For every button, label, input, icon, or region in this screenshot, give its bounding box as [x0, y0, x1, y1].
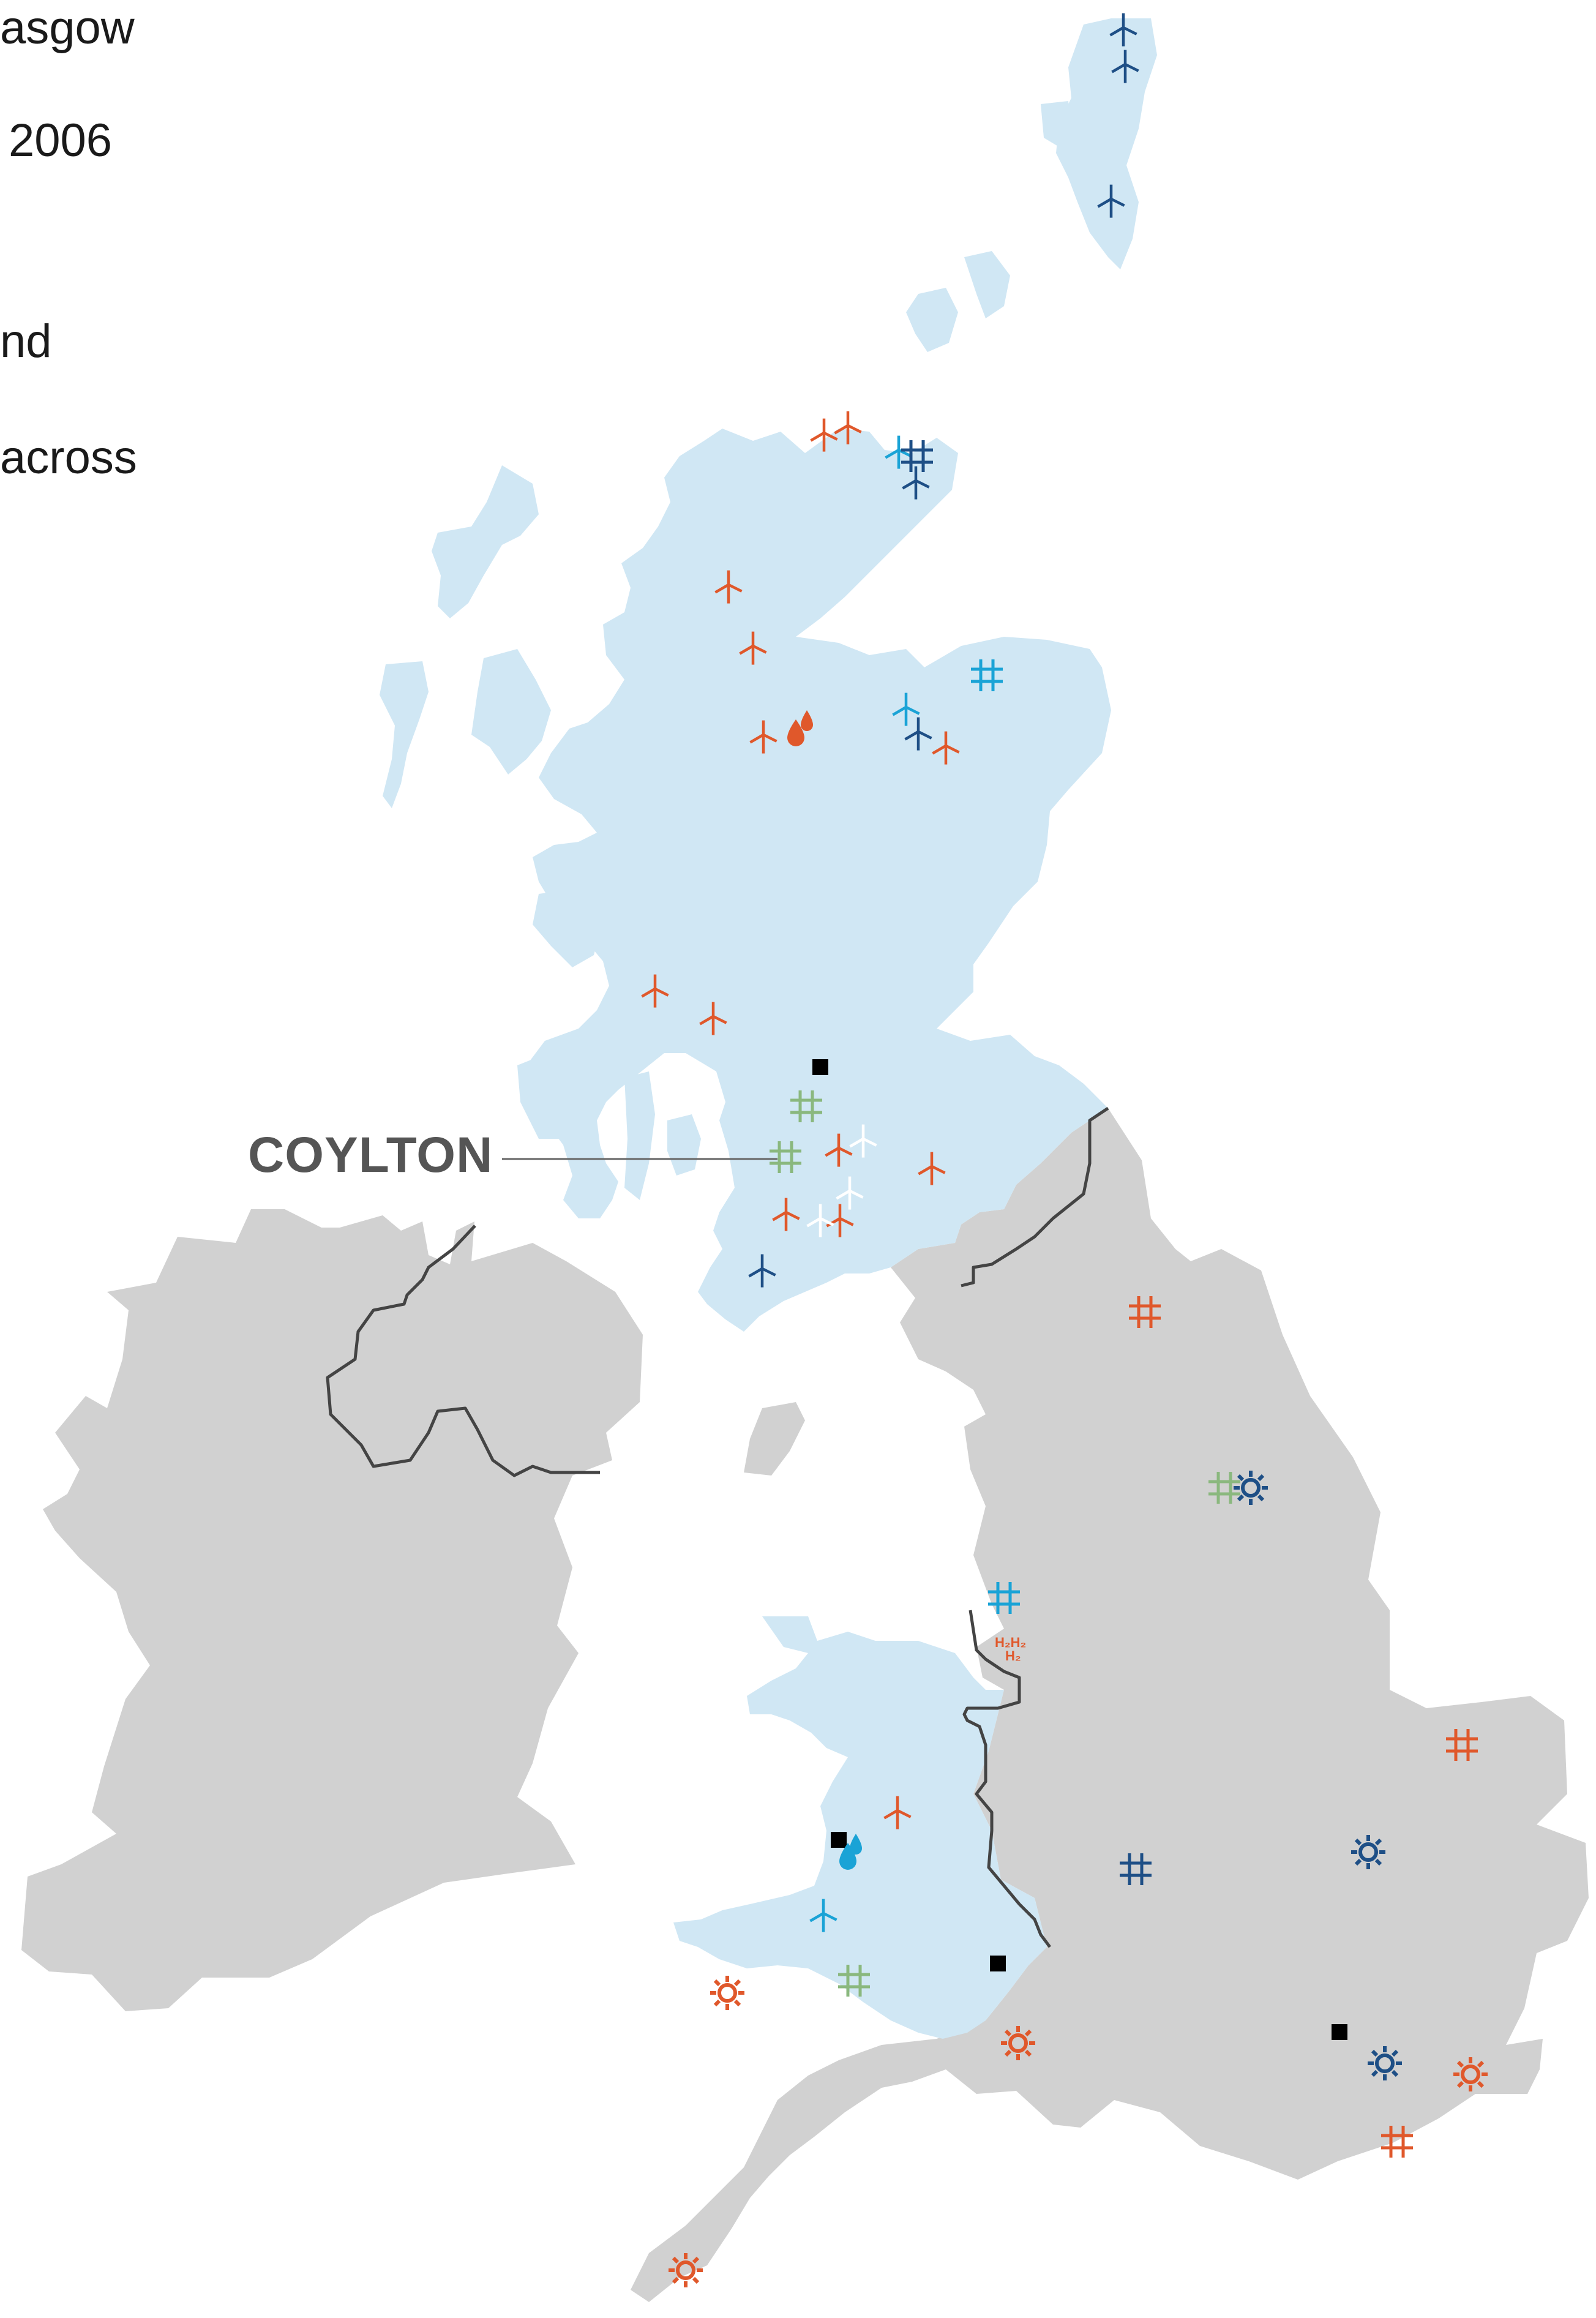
- square-site-icon: [1332, 2024, 1347, 2040]
- northern-ireland-border: [326, 1225, 600, 1477]
- skye: [471, 649, 551, 775]
- intro-line-2: 2006: [9, 114, 113, 167]
- scotland-england-border: [961, 1106, 1109, 1288]
- wales-england-border: [962, 1610, 1051, 1948]
- shetland: [1056, 18, 1157, 269]
- isle-of-man: [744, 1402, 805, 1476]
- ireland-landmass: [21, 1209, 643, 2011]
- orkney-east: [964, 251, 1010, 318]
- islay-jura: [517, 1053, 579, 1139]
- england-landmass: [631, 1108, 1589, 2302]
- orkney: [906, 288, 958, 352]
- intro-line-4: across: [0, 432, 137, 484]
- intro-line-1: asgow: [0, 2, 135, 54]
- arran: [667, 1114, 701, 1176]
- scotland-mainland: [526, 429, 1111, 1332]
- intro-line-3: nd: [0, 315, 52, 367]
- water-drop-icon: [787, 710, 813, 746]
- square-site-icon: [812, 1059, 828, 1075]
- scotland-west-isles: [432, 465, 539, 618]
- coylton-label: COYLTON: [248, 1127, 493, 1183]
- outer-hebrides: [380, 661, 429, 808]
- square-site-icon: [831, 1832, 847, 1848]
- water-drop-icon: [839, 1834, 862, 1870]
- svg-text:H₂H₂: H₂H₂: [995, 1635, 1026, 1650]
- shetland-west: [1041, 101, 1071, 147]
- wales-landmass: [673, 1616, 1047, 2039]
- square-site-icon: [990, 1956, 1006, 1971]
- svg-text:H₂: H₂: [1005, 1648, 1021, 1663]
- mull: [533, 888, 603, 967]
- hydrogen-icon: H₂H₂ H₂: [995, 1635, 1026, 1663]
- sun-burst-icon: [710, 1976, 744, 2010]
- kintyre: [624, 1071, 655, 1200]
